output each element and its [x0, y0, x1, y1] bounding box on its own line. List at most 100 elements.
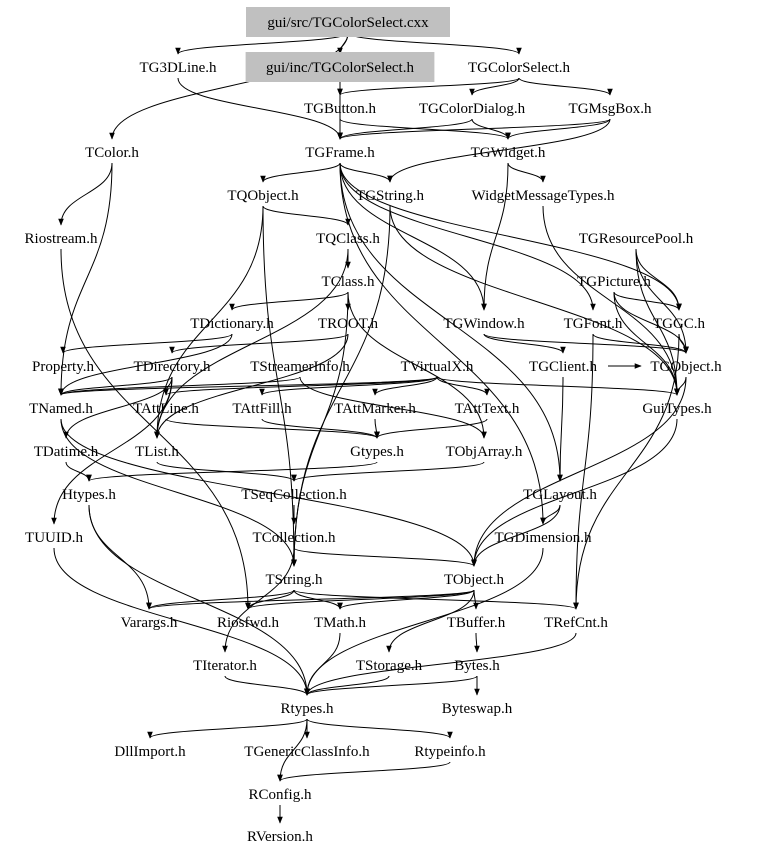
node-TQObject[interactable]: TQObject.h	[227, 188, 299, 204]
node-TROOT[interactable]: TROOT.h	[318, 316, 379, 332]
node-DllImport[interactable]: DllImport.h	[114, 744, 186, 760]
node-TColor[interactable]: TColor.h	[85, 145, 139, 161]
node-label: TAttText.h	[455, 401, 520, 417]
edge-TVirtualX-to-TNamed	[58, 376, 438, 396]
node-TGColorDialog[interactable]: TGColorDialog.h	[419, 101, 526, 117]
node-TGMsgBox[interactable]: TGMsgBox.h	[569, 101, 652, 117]
node-TAttLine[interactable]: TAttLine.h	[133, 401, 199, 417]
edge-TColor-to-TNamed	[58, 162, 113, 396]
node-Varargs[interactable]: Varargs.h	[121, 615, 178, 631]
node-TGWidget[interactable]: TGWidget.h	[471, 145, 546, 161]
node-TClass[interactable]: TClass.h	[322, 274, 375, 290]
edge-TAttMarker-to-Gtypes	[374, 418, 380, 439]
node-TAttText[interactable]: TAttText.h	[455, 401, 520, 417]
node-Riosfwd[interactable]: Riosfwd.h	[217, 615, 280, 631]
node-label: TSeqCollection.h	[241, 487, 347, 503]
node-TGenericClassInfo[interactable]: TGenericClassInfo.h	[244, 744, 370, 760]
node-Bytes[interactable]: Bytes.h	[454, 658, 500, 674]
node-TGGC[interactable]: TGGC.h	[653, 316, 706, 332]
node-TVirtualX[interactable]: TVirtualX.h	[401, 359, 474, 375]
node-label: TGGC.h	[653, 316, 706, 332]
edge-TColor-to-Riostream	[58, 162, 113, 226]
edge-TCollection-to-TObject	[293, 547, 477, 567]
node-RVersion[interactable]: RVersion.h	[247, 829, 313, 845]
node-TBuffer[interactable]: TBuffer.h	[447, 615, 506, 631]
node-Rtypes[interactable]: Rtypes.h	[281, 701, 334, 717]
node-TIterator[interactable]: TIterator.h	[193, 658, 257, 674]
node-label: Varargs.h	[121, 615, 178, 631]
edge-TUUID-to-Rtypes	[53, 547, 310, 696]
node-TGColorSelect[interactable]: TGColorSelect.h	[468, 60, 571, 76]
edge-TGObject-to-GuiTypes	[674, 376, 687, 396]
node-WidgetMessageTypes[interactable]: WidgetMessageTypes.h	[472, 188, 615, 204]
node-label: TColor.h	[85, 145, 139, 161]
edge-TROOT-to-TDirectory	[169, 333, 349, 354]
node-Gtypes[interactable]: Gtypes.h	[350, 444, 404, 460]
edge-TGString-to-GuiTypes	[389, 205, 680, 396]
edge-TGFrame-to-TGLayout	[339, 162, 563, 482]
node-TString[interactable]: TString.h	[265, 572, 323, 588]
node-cxx[interactable]: gui/src/TGColorSelect.cxx	[246, 7, 450, 37]
node-TGClient[interactable]: TGClient.h	[529, 359, 597, 375]
node-guiinc[interactable]: gui/inc/TGColorSelect.h	[245, 52, 435, 82]
node-label: TDirectory.h	[134, 359, 211, 375]
edge-TG3DLine-to-TGFrame	[177, 77, 343, 140]
node-highlight-box	[246, 7, 450, 37]
node-TMath[interactable]: TMath.h	[314, 615, 367, 631]
node-Rtypeinfo[interactable]: Rtypeinfo.h	[414, 744, 486, 760]
node-label: TCollection.h	[253, 530, 336, 546]
node-TGDimension[interactable]: TGDimension.h	[494, 530, 592, 546]
node-TGObject[interactable]: TGObject.h	[650, 359, 722, 375]
node-TNamed[interactable]: TNamed.h	[29, 401, 93, 417]
node-label: Byteswap.h	[442, 701, 513, 717]
node-TGButton[interactable]: TGButton.h	[304, 101, 377, 117]
node-TStorage[interactable]: TStorage.h	[356, 658, 423, 674]
node-TSeqCollection[interactable]: TSeqCollection.h	[241, 487, 347, 503]
node-RConfig[interactable]: RConfig.h	[249, 787, 312, 803]
node-label: TObject.h	[444, 572, 505, 588]
node-label: TDictionary.h	[190, 316, 274, 332]
node-TUUID[interactable]: TUUID.h	[25, 530, 83, 546]
node-GuiTypes[interactable]: GuiTypes.h	[642, 401, 712, 417]
node-TDatime[interactable]: TDatime.h	[34, 444, 99, 460]
node-TQClass[interactable]: TQClass.h	[316, 231, 380, 247]
node-TObjArray[interactable]: TObjArray.h	[446, 444, 523, 460]
node-TRefCnt[interactable]: TRefCnt.h	[544, 615, 608, 631]
edge-TGFrame-to-TQObject	[260, 162, 341, 183]
edge-TClass-to-TDictionary	[229, 291, 349, 311]
node-TDictionary[interactable]: TDictionary.h	[190, 316, 274, 332]
edge-TDictionary-to-Property	[60, 333, 233, 354]
node-TGString[interactable]: TGString.h	[356, 188, 424, 204]
node-label: TG3DLine.h	[139, 60, 217, 76]
node-TGLayout[interactable]: TGLayout.h	[523, 487, 597, 503]
node-TAttFill[interactable]: TAttFill.h	[232, 401, 292, 417]
node-label: TGFont.h	[564, 316, 623, 332]
node-Riostream[interactable]: Riostream.h	[25, 231, 98, 247]
node-Htypes[interactable]: Htypes.h	[62, 487, 116, 503]
node-TStreamerInfo[interactable]: TStreamerInfo.h	[250, 359, 350, 375]
node-TAttMarker[interactable]: TAttMarker.h	[334, 401, 416, 417]
node-TGFrame[interactable]: TGFrame.h	[305, 145, 375, 161]
node-Byteswap[interactable]: Byteswap.h	[442, 701, 513, 717]
node-TG3DLine[interactable]: TG3DLine.h	[139, 60, 217, 76]
node-TObject[interactable]: TObject.h	[444, 572, 505, 588]
node-TGWindow[interactable]: TGWindow.h	[443, 316, 525, 332]
node-TDirectory[interactable]: TDirectory.h	[134, 359, 211, 375]
edge-TDatime-to-Htypes	[65, 461, 92, 482]
node-Property[interactable]: Property.h	[32, 359, 94, 375]
edge-cxx-to-TColor	[109, 32, 349, 140]
node-TGResourcePool[interactable]: TGResourcePool.h	[579, 231, 694, 247]
edge-TQObject-to-TList	[154, 205, 264, 439]
edge-TString-to-TRefCnt	[293, 589, 579, 610]
edge-Rtypes-to-Rtypeinfo	[306, 718, 453, 739]
node-TCollection[interactable]: TCollection.h	[253, 530, 336, 546]
node-TGPicture[interactable]: TGPicture.h	[577, 274, 651, 290]
node-label: TRefCnt.h	[544, 615, 608, 631]
edge-Rtypeinfo-to-RConfig	[277, 761, 451, 782]
node-TList[interactable]: TList.h	[135, 444, 179, 460]
edge-TGLayout-to-TObject	[471, 504, 561, 567]
edge-Riostream-to-Riosfwd	[60, 248, 251, 610]
node-label: TDatime.h	[34, 444, 99, 460]
node-TGFont[interactable]: TGFont.h	[564, 316, 623, 332]
